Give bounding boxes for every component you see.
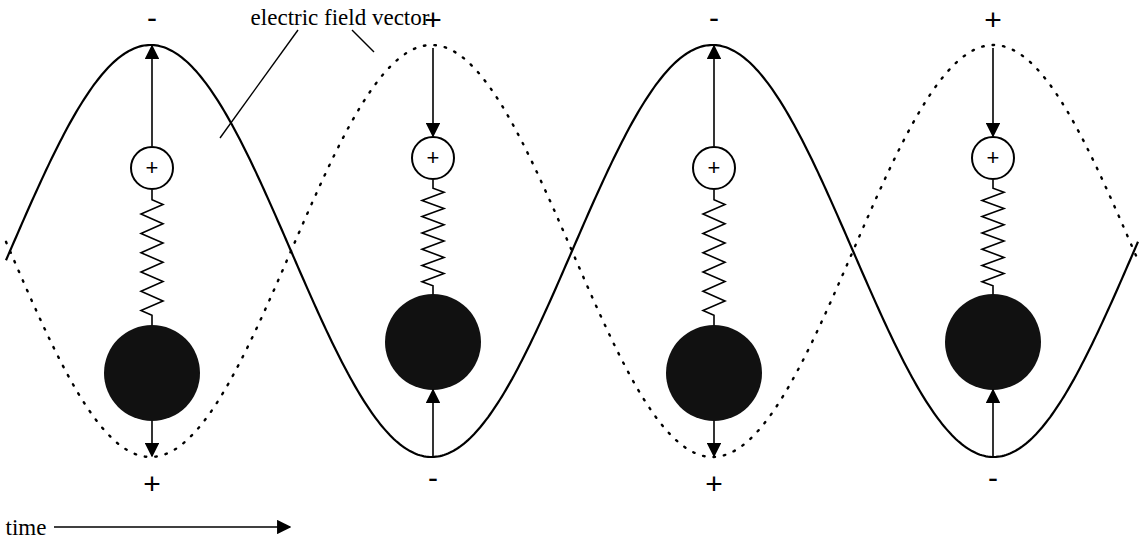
positive-charge-circle: +	[130, 146, 174, 190]
negative-charge-ball	[385, 294, 481, 390]
force-arrow	[432, 48, 434, 136]
axis-label: time	[6, 516, 47, 539]
field-wave-solid	[6, 45, 1138, 457]
polarity-sign: -	[709, 3, 719, 33]
charge-sign: +	[146, 157, 159, 179]
field-label: electric field vector	[251, 6, 430, 29]
polarity-sign: +	[143, 469, 161, 499]
negative-charge-ball	[945, 294, 1041, 390]
leader-line	[220, 30, 298, 138]
time-arrow	[54, 526, 290, 528]
force-arrow	[713, 46, 715, 146]
leader-line	[352, 30, 374, 52]
polarity-sign: -	[147, 3, 157, 33]
negative-charge-ball	[104, 325, 200, 421]
force-arrow	[992, 390, 994, 457]
spring	[422, 180, 444, 294]
spring	[703, 190, 725, 325]
positive-charge-circle: +	[971, 136, 1015, 180]
spring	[982, 180, 1004, 294]
force-arrow	[713, 421, 715, 456]
negative-charge-ball	[666, 325, 762, 421]
force-arrow	[151, 46, 153, 146]
charge-sign: +	[708, 157, 721, 179]
charge-sign: +	[427, 147, 440, 169]
positive-charge-circle: +	[411, 136, 455, 180]
force-arrow	[151, 421, 153, 456]
charge-sign: +	[987, 147, 1000, 169]
force-arrow	[432, 390, 434, 457]
spring	[141, 190, 163, 325]
polarity-sign: +	[705, 469, 723, 499]
polarity-sign: -	[428, 463, 438, 493]
polarity-sign: +	[984, 5, 1002, 35]
field-wave-dotted	[6, 45, 1138, 457]
polarity-sign: +	[424, 5, 442, 35]
positive-charge-circle: +	[692, 146, 736, 190]
polarity-sign: -	[988, 463, 998, 493]
force-arrow	[992, 48, 994, 136]
